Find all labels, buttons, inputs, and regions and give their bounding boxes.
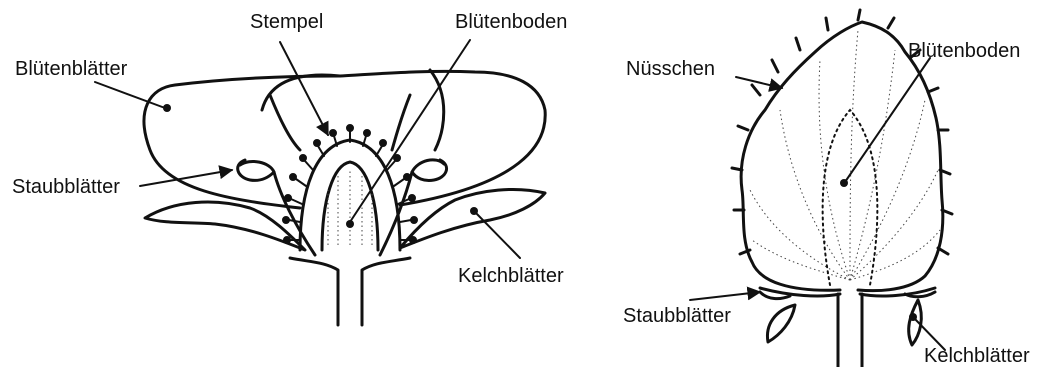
label-stempel: Stempel [250, 11, 323, 33]
petal-fold-right [392, 95, 410, 150]
label-kelchblaetter-right: Kelchblätter [924, 345, 1030, 367]
kelchblaetter-left-dot [470, 207, 478, 215]
receptacle-inner [322, 162, 378, 250]
label-nuesschen: Nüsschen [626, 58, 715, 80]
petal-fold-left [270, 95, 300, 150]
receptacle-texture [328, 170, 372, 245]
strawberry-stem [838, 294, 862, 367]
stamen-left-anther [240, 161, 274, 172]
fruit-outline [741, 22, 943, 291]
label-bluetenboden-left: Blütenboden [455, 11, 567, 33]
flower-cross-section: Stempel Blütenboden Blütenblätter Staubb… [12, 11, 567, 325]
label-staubblaetter-left: Staubblätter [12, 176, 120, 198]
strawberry-section: Nüsschen Blütenboden Staubblätter Kelchb… [623, 10, 1030, 367]
bluetenboden-left-dot [346, 220, 354, 228]
stamen-right-anther [412, 160, 444, 172]
label-kelchblaetter-left: Kelchblätter [458, 265, 564, 287]
leader-stempel [280, 42, 328, 135]
fruit-core [823, 110, 878, 285]
bluetenboden-right-dot [840, 179, 848, 187]
leader-staubblaetter-right [690, 292, 760, 300]
sepal-right [400, 189, 545, 248]
leader-nuesschen [736, 77, 782, 88]
sepal-left-right-diagram [767, 305, 795, 342]
label-staubblaetter-right: Staubblätter [623, 305, 731, 327]
flower-base [290, 258, 410, 325]
bluetenblaetter-dot [163, 104, 171, 112]
kelchblaetter-right-dot [909, 313, 917, 321]
label-bluetenblaetter: Blütenblätter [15, 58, 128, 80]
fruit-veins [750, 30, 940, 280]
sepal-left [145, 202, 305, 250]
label-bluetenboden-right: Blütenboden [908, 40, 1020, 62]
